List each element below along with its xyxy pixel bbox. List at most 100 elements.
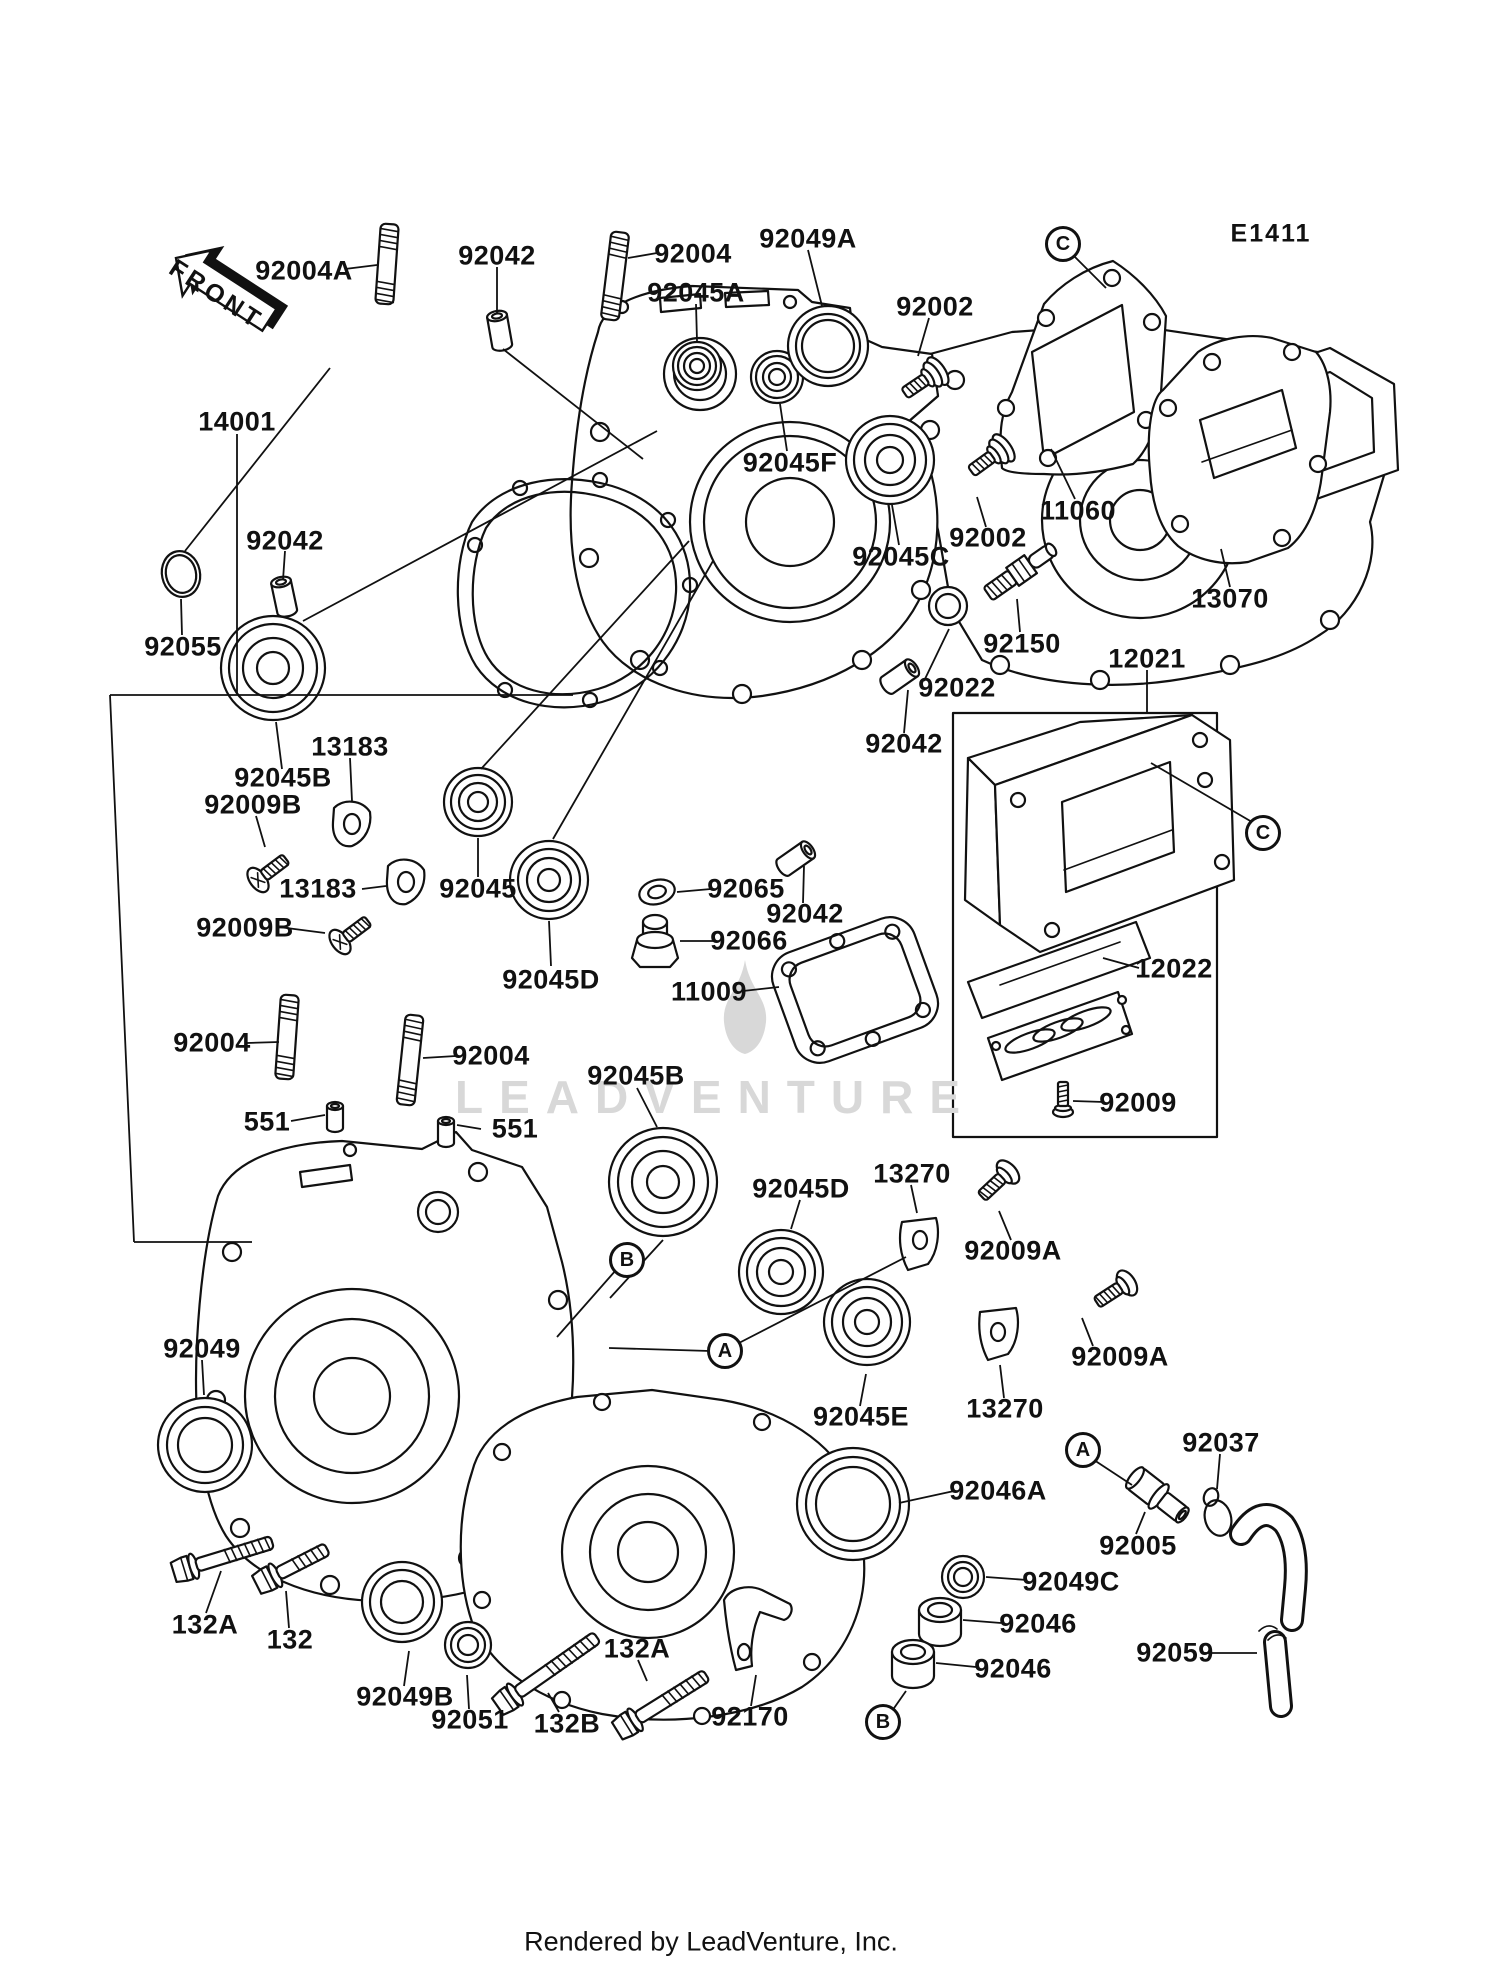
front-arrow-icon [174,245,289,333]
part-label: 92009A [964,1235,1062,1266]
part-label: 92049A [759,223,857,254]
leader-lines [109,249,1257,1713]
part-label: 92170 [711,1701,789,1732]
part-label: 13183 [311,731,389,762]
gasket-11060-drawing [996,259,1168,476]
screw-92009a-drawing-2 [1093,1269,1139,1308]
diagram-code: E1411 [1230,219,1312,248]
seal-92049a-drawing [786,304,870,388]
bracket-92170-drawing [722,1586,793,1672]
bracket-13270-drawing-1 [898,1216,939,1272]
screw-92009b-drawing-1 [246,854,290,894]
part-label: 13270 [873,1158,951,1189]
part-label: 92004 [452,1040,530,1071]
part-label: 92004 [654,238,732,269]
bushing-92046-drawing-1 [917,1596,963,1648]
part-label: 92005 [1099,1530,1177,1561]
part-label: 92009B [196,912,294,943]
part-label: 132A [171,1609,239,1640]
callout-letter: C [1245,815,1281,851]
part-label: 13070 [1191,583,1269,614]
part-label: 92045A [647,277,745,308]
part-label: 92049 [163,1333,241,1364]
part-label: 92037 [1182,1427,1260,1458]
screw-92009a-drawing-1 [977,1159,1021,1201]
part-label: 92002 [896,291,974,322]
stud-92004-drawing-2 [600,230,630,322]
washer-92022-drawing [927,585,969,627]
sleeve-92042-drawing-2 [270,575,299,618]
watermark-logo [723,960,767,1054]
part-label: 92042 [246,525,324,556]
part-label: 92065 [707,873,785,904]
part-label: 551 [491,1113,539,1144]
bracket-13183-drawing-2 [385,858,426,906]
sleeve-92042-drawing-3 [879,658,921,695]
oring-92055-drawing [160,550,202,598]
part-label: 92045 [439,873,517,904]
part-label: 92051 [431,1704,509,1735]
part-label: 132A [603,1633,671,1664]
side-gasket-outline [456,471,699,709]
crankcase-half-lower-right [459,1388,866,1726]
seal-92051-drawing [443,1620,493,1670]
crankcase-half-upper-left [569,284,941,705]
part-label: 11009 [670,976,748,1007]
hose-92059-drawing [1229,1503,1308,1718]
stud-92004-drawing-3 [274,993,300,1081]
stud-92004-drawing-4 [395,1013,425,1107]
part-label: 92009 [1099,1087,1177,1118]
part-label: 92066 [710,925,788,956]
sleeve-92042-drawing-4 [775,840,817,877]
part-label: 92009A [1071,1341,1169,1372]
pin-551-drawing-2 [436,1115,456,1149]
bolt-132b-drawing [490,1632,601,1716]
bearing-92045b-upper-drawing [219,614,327,722]
part-label: 92059 [1136,1637,1214,1668]
bearing-92045a-drawing [671,340,723,392]
bearing-92045b-lower-drawing [607,1126,719,1238]
watermark: LEADVENTURE [455,960,976,1123]
part-label: 92004A [255,255,353,286]
bolt-132-drawing [250,1543,330,1595]
part-label: 92045D [752,1173,850,1204]
part-label: 92049C [1022,1566,1120,1597]
callout-letter: B [609,1242,645,1278]
part-label: 92045C [852,541,950,572]
part-label: 92045B [587,1060,685,1091]
watermark-text: LEADVENTURE [455,1071,976,1123]
part-label: 551 [243,1106,291,1137]
part-label: 92045B [234,762,332,793]
nipple-92005-drawing [1124,1466,1190,1524]
callout-letter: B [865,1704,901,1740]
part-label: 92046 [999,1608,1077,1639]
screw-92009-drawing [1051,1080,1075,1119]
bracket-13183-drawing-1 [331,800,372,848]
plug-92066-drawing [630,913,680,969]
part-label: 92042 [766,898,844,929]
part-label: 92049B [356,1681,454,1712]
gasket-11009-drawing [770,916,940,1064]
bearing-92045d-lower-drawing [737,1228,825,1316]
part-label: 132B [533,1708,601,1739]
part-label: 14001 [198,406,276,437]
bushing-92046-drawing-2 [890,1638,936,1690]
bearing-92045c-drawing [844,414,936,506]
callout-letter: C [1045,226,1081,262]
part-label: 92046 [974,1653,1052,1684]
part-label: 92022 [918,672,996,703]
seal-92049-drawing [156,1396,254,1494]
bearing-92045-drawing [442,766,514,838]
bolt-92150-drawing [983,542,1058,601]
screw-92009b-drawing-2 [328,916,372,956]
callout-letter: A [707,1333,743,1369]
part-label: 92042 [458,240,536,271]
part-label: 92004 [173,1027,251,1058]
callout-letter: A [1065,1432,1101,1468]
part-label: 92046A [949,1475,1047,1506]
clamp-92037-drawing [1202,1487,1233,1537]
part-label: 92045D [502,964,600,995]
bracket-13270-drawing-2 [978,1306,1019,1362]
